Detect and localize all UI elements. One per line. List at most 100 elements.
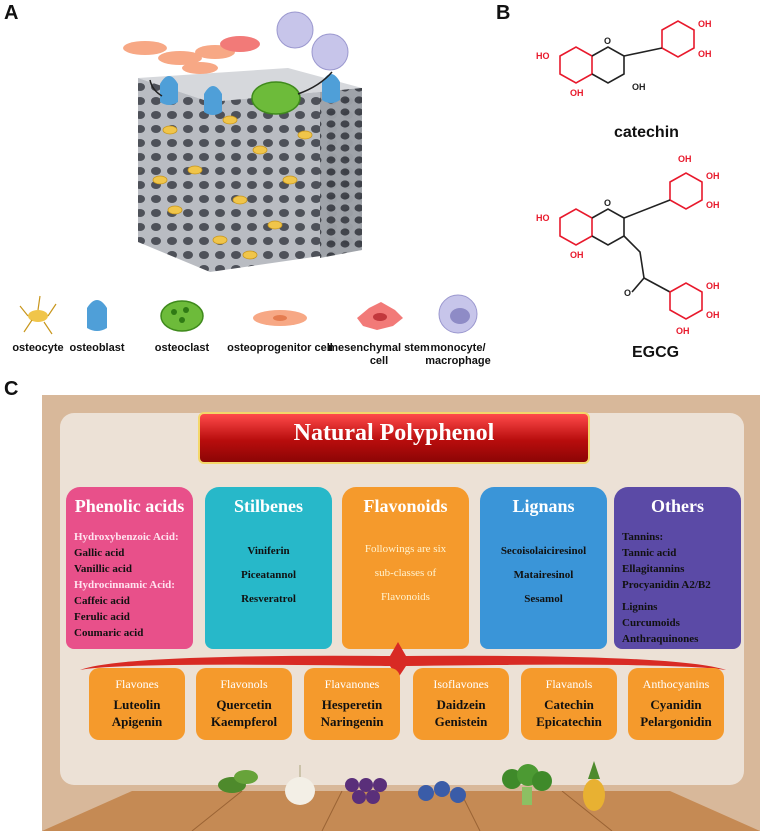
category-entry: Secoisolaiciresinol xyxy=(500,545,587,557)
category-title: Flavonoids xyxy=(363,496,448,516)
svg-text:OH: OH xyxy=(706,200,720,210)
osteoclast-icon xyxy=(160,300,204,332)
category-entry: Resveratrol xyxy=(241,593,296,605)
svg-text:OH: OH xyxy=(676,326,690,336)
subclass-name: Flavones xyxy=(115,677,159,691)
osteoprogenitor-cells xyxy=(123,41,235,74)
egcg-a-ring xyxy=(559,208,593,246)
osteoblasts-on-surface xyxy=(160,74,340,115)
svg-text:O: O xyxy=(604,36,611,46)
legend-osteocyte: osteocyte xyxy=(0,292,93,355)
osteoblast-icon xyxy=(87,300,107,331)
subclass-example: Quercetin xyxy=(216,697,272,712)
category-entry: Tannic acid xyxy=(622,547,677,559)
natural-polyphenol-banner: Natural Polyphenol xyxy=(198,408,590,468)
grapes-icon xyxy=(345,778,387,804)
bone-side-face xyxy=(320,88,362,258)
subclass-name: Isoflavones xyxy=(433,677,489,691)
osteocyte-icon xyxy=(19,295,57,335)
category-title: Stilbenes xyxy=(233,496,303,516)
svg-text:OH: OH xyxy=(698,49,712,59)
category-entry: Piceatannol xyxy=(241,569,296,581)
egcg-b-ring xyxy=(669,172,703,210)
subclass-example: Cyanidin xyxy=(650,697,702,712)
panel-c-letter: C xyxy=(4,378,19,400)
egcg-label: EGCG xyxy=(632,344,680,361)
garlic-icon xyxy=(285,765,315,805)
legend-mesenchymal: mesenchymal stem cell xyxy=(324,292,434,368)
bone-front-face xyxy=(138,78,210,272)
broccoli-icon xyxy=(502,764,552,805)
legend-osteoclast: osteoclast xyxy=(127,292,237,355)
category-entry: Ferulic acid xyxy=(74,611,130,623)
svg-text:O: O xyxy=(604,198,611,208)
mesenchymal-stem-cell-icon xyxy=(357,302,403,330)
bone-top-face xyxy=(138,68,362,102)
svg-text:OH: OH xyxy=(706,310,720,320)
catechin-a-ring xyxy=(559,46,593,84)
subclass-name: Flavanols xyxy=(545,677,593,691)
svg-text:OH: OH xyxy=(706,281,720,291)
category-entry: Tannins: xyxy=(622,531,664,543)
svg-text:HO: HO xyxy=(536,51,550,61)
egcg-galloyl-ring xyxy=(669,282,703,320)
category-entry: Vanillic acid xyxy=(74,563,132,575)
osteoprogenitor-cell-icon xyxy=(253,310,307,326)
panel-b-letter: B xyxy=(496,2,511,24)
category-entry: Procyanidin A2/B2 xyxy=(622,579,711,591)
pineapple-icon xyxy=(583,761,605,811)
category-entry: Anthraquinones xyxy=(622,633,699,645)
legend-osteoprogenitor: osteoprogenitor cell xyxy=(225,292,335,355)
svg-text:O: O xyxy=(624,288,631,298)
subclass-example: Pelargonidin xyxy=(640,714,712,729)
differentiation-arrow-2 xyxy=(297,71,333,95)
svg-text:OH: OH xyxy=(632,82,646,92)
category-title: Lignans xyxy=(512,496,575,516)
legend-osteoblast: osteoblast xyxy=(42,292,152,355)
mesenchymal-cell xyxy=(220,36,260,52)
category-entry: Hydroxybenzoic Acid: xyxy=(74,531,179,543)
subclass-example: Kaempferol xyxy=(210,714,278,729)
category-entry: Viniferin xyxy=(247,545,290,557)
category-entry: Curcumoids xyxy=(622,617,680,629)
differentiation-arrow-1 xyxy=(149,79,163,97)
subclass-example: Apigenin xyxy=(111,714,163,729)
category-entry: Lignins xyxy=(622,601,658,613)
subclass-example: Daidzein xyxy=(436,697,486,712)
catechin-c-ring xyxy=(591,46,625,84)
subclass-example: Catechin xyxy=(544,697,594,712)
tea-leaves-icon xyxy=(218,770,258,793)
osteoclast-on-surface xyxy=(251,81,301,115)
svg-text:OH: OH xyxy=(570,88,584,98)
category-entry: sub-classes of xyxy=(374,567,437,579)
subclass-example: Naringenin xyxy=(320,714,384,729)
legend-monocyte: monocyte/ macrophage xyxy=(403,292,513,368)
catechin-b-ring xyxy=(661,20,695,58)
subclass-name: Flavanones xyxy=(324,677,380,691)
svg-text:OH: OH xyxy=(706,171,720,181)
svg-text:OH: OH xyxy=(570,250,584,260)
subclass-example: Luteolin xyxy=(113,697,161,712)
blueberries-icon xyxy=(418,781,466,803)
category-entry: Gallic acid xyxy=(74,547,125,559)
monocyte-macrophage-icon xyxy=(438,294,478,334)
subclass-name: Flavonols xyxy=(220,677,268,691)
subclass-example: Genistein xyxy=(434,714,488,729)
category-entry: Matairesinol xyxy=(513,569,574,581)
foods-row xyxy=(218,761,605,811)
panel-c-title: Natural Polyphenol xyxy=(293,420,495,446)
subclass-example: Hesperetin xyxy=(321,697,383,712)
category-entry: Followings are six xyxy=(364,543,447,555)
chemical-structures: HO OH O OH OH OH HO OH O OH OH OH O OH O… xyxy=(536,19,720,336)
category-entry: Coumaric acid xyxy=(74,627,144,639)
